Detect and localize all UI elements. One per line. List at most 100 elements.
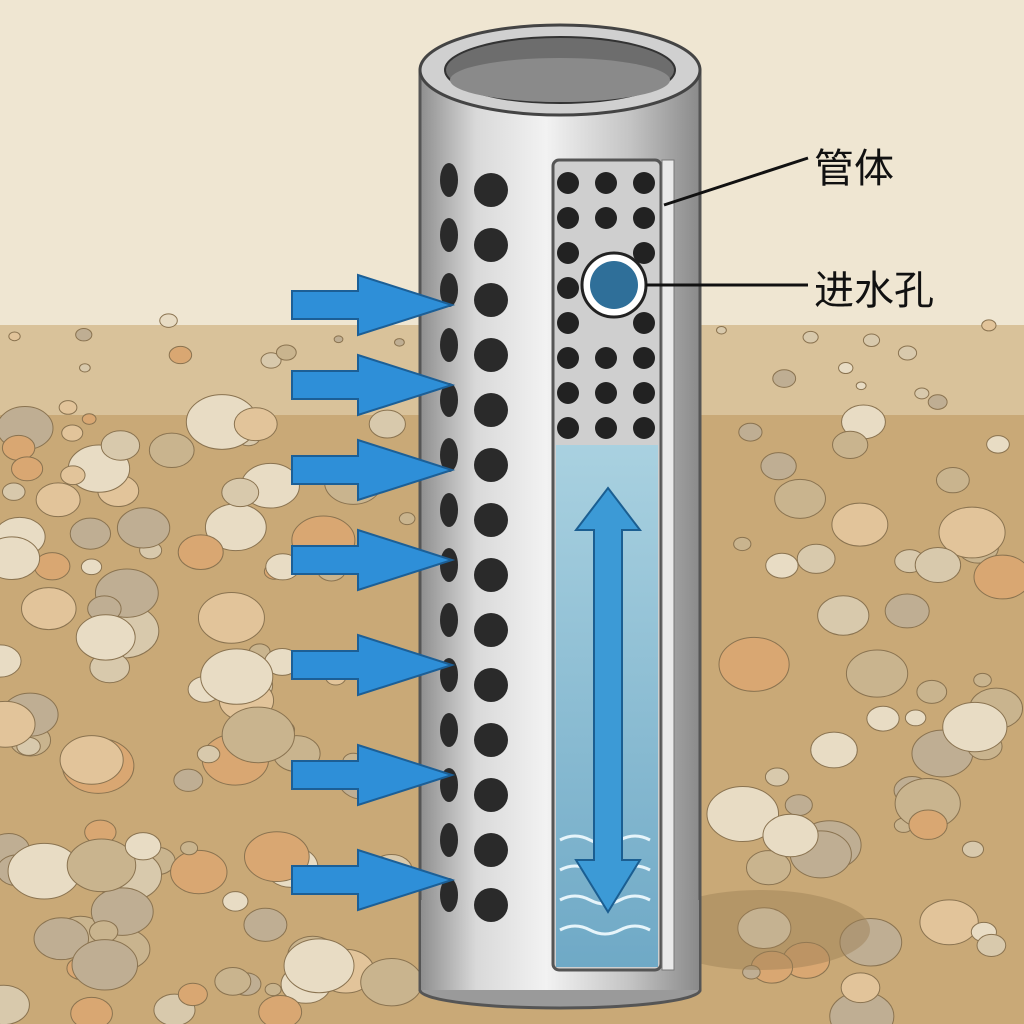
inner-hole <box>595 417 617 439</box>
pebble <box>733 536 752 552</box>
inflow-arrow <box>291 528 456 592</box>
pebble <box>817 595 870 636</box>
inner-hole <box>557 382 579 404</box>
pebble <box>919 899 979 946</box>
pebble <box>914 387 930 400</box>
pebble <box>173 768 204 792</box>
pebble <box>35 482 81 518</box>
pebble <box>33 917 90 961</box>
pebble <box>0 984 30 1024</box>
pebble <box>737 907 792 950</box>
hole <box>474 228 508 262</box>
water-level-arrow <box>573 486 643 914</box>
inlet-holes <box>440 163 508 922</box>
leader-line-pipe-body <box>663 156 809 207</box>
pebble <box>1 482 26 501</box>
inner-hole <box>595 347 617 369</box>
hole <box>474 888 508 922</box>
pebble <box>221 477 260 508</box>
pebble <box>706 785 780 843</box>
pebble <box>742 964 761 980</box>
label-pipe-body: 管体 <box>814 146 894 192</box>
pebble <box>839 917 903 967</box>
hole <box>474 613 508 647</box>
hole <box>440 328 458 362</box>
pebble <box>916 679 948 704</box>
pebble <box>0 700 36 748</box>
pebble <box>897 345 918 361</box>
pebble <box>148 432 195 469</box>
pebble <box>368 409 406 439</box>
pebble <box>177 982 208 1007</box>
pebble <box>938 506 1006 559</box>
pebble <box>760 452 797 481</box>
pebble <box>845 649 909 698</box>
inner-hole <box>557 242 579 264</box>
pebble <box>222 891 249 912</box>
hole <box>474 173 508 207</box>
inner-hole <box>633 242 655 264</box>
pebble <box>398 512 416 526</box>
pebble <box>796 543 836 574</box>
inner-hole <box>595 382 617 404</box>
pebble <box>764 767 790 787</box>
inflow-arrow <box>291 848 456 912</box>
hole <box>474 558 508 592</box>
pebble <box>177 534 224 570</box>
pebble <box>214 967 252 996</box>
pebble <box>233 407 278 442</box>
inner-hole <box>557 347 579 369</box>
pebble <box>70 996 113 1024</box>
inner-hole <box>557 207 579 229</box>
hole <box>440 218 458 252</box>
cutaway-window <box>551 158 675 972</box>
pebble <box>0 644 22 678</box>
pebble <box>81 413 97 425</box>
hole <box>474 338 508 372</box>
pebble <box>855 381 867 391</box>
inner-hole <box>633 172 655 194</box>
pebble <box>61 424 84 442</box>
pebble <box>243 907 288 942</box>
pebble <box>908 809 948 840</box>
pebble <box>60 465 86 486</box>
pebble <box>59 735 124 785</box>
hole <box>440 273 458 307</box>
inner-hole <box>633 382 655 404</box>
pebble <box>80 558 103 576</box>
pebble <box>283 938 355 994</box>
pebble <box>738 422 763 442</box>
pebble <box>196 745 221 764</box>
pebble <box>75 614 136 661</box>
hole <box>440 493 458 527</box>
pebble <box>831 502 889 547</box>
pebble <box>961 840 985 858</box>
inner-hole <box>633 347 655 369</box>
inner-hole <box>557 312 579 334</box>
hole <box>474 833 508 867</box>
pebble <box>159 313 178 328</box>
pebble <box>840 972 881 1004</box>
inflow-arrow <box>291 353 456 417</box>
pebble <box>69 517 112 550</box>
hole <box>474 448 508 482</box>
pebble <box>100 430 141 461</box>
hole <box>474 503 508 537</box>
pebble <box>914 547 962 583</box>
pebble <box>718 636 790 692</box>
pebble <box>866 705 900 732</box>
label-inlet-hole: 进水孔 <box>814 268 934 314</box>
inner-hole <box>595 207 617 229</box>
pebble <box>973 554 1024 600</box>
inflow-arrow <box>291 438 456 502</box>
pebble <box>75 327 93 342</box>
hole <box>474 723 508 757</box>
pebble <box>904 709 927 727</box>
pebble <box>762 813 819 858</box>
pebble <box>275 344 297 361</box>
pebble <box>973 672 992 688</box>
pebble <box>394 338 405 347</box>
hole <box>474 668 508 702</box>
pebble <box>986 435 1010 454</box>
